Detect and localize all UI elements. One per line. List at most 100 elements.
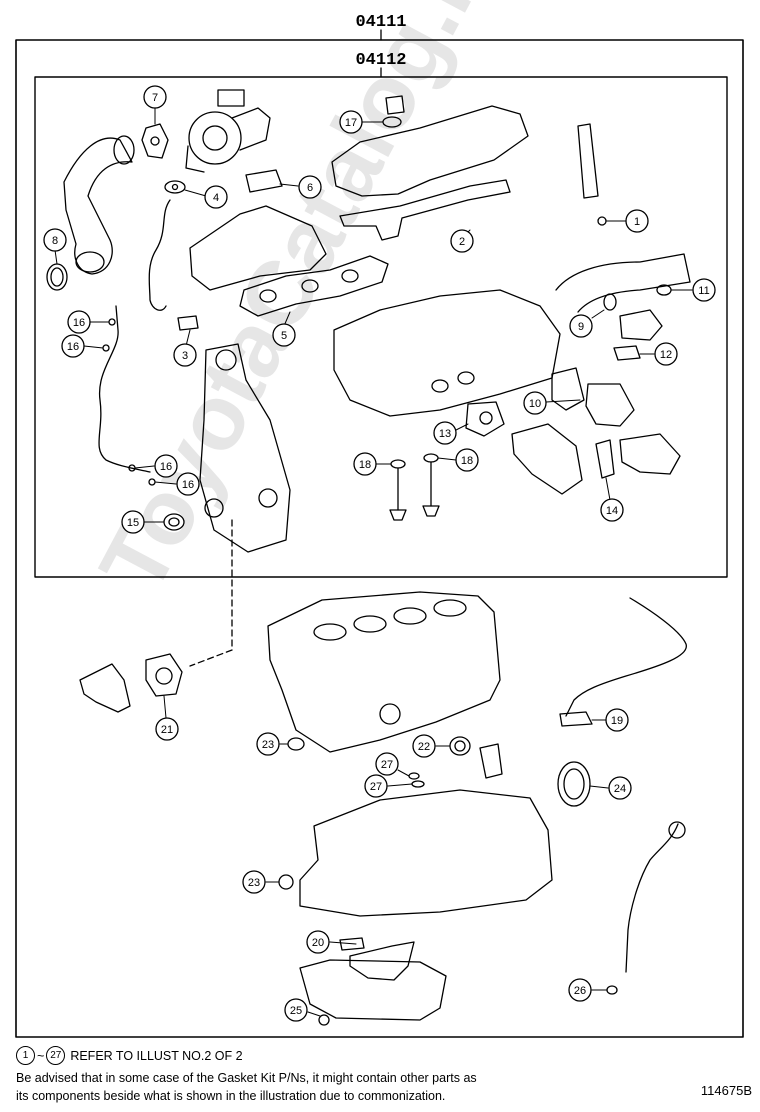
svg-text:12: 12 xyxy=(660,349,672,361)
callout-3[interactable]: 3 xyxy=(173,343,197,367)
callout-16-a[interactable]: 16 xyxy=(67,310,91,334)
oil-pan-upper-part xyxy=(299,789,553,917)
outer-kit-code: 04111 xyxy=(355,13,406,32)
callout-16-c[interactable]: 16 xyxy=(154,454,178,478)
oil-filter-union-part xyxy=(479,743,503,779)
refer-note-text: REFER TO ILLUST NO.2 OF 2 xyxy=(70,1048,243,1063)
cylinder-head-cover-part xyxy=(331,105,529,197)
strainer-gasket-20 xyxy=(339,937,365,951)
outer-kit-frame xyxy=(15,39,744,1038)
manifold-gasket-5-port xyxy=(259,289,277,303)
egr-gasket-12 xyxy=(613,345,641,361)
disclaimer-line-1: Be advised that in some case of the Gask… xyxy=(16,1071,477,1085)
callout-14[interactable]: 14 xyxy=(600,498,624,522)
svg-text:16: 16 xyxy=(67,341,79,353)
callout-23-b[interactable]: 23 xyxy=(242,870,266,894)
turbo-gasket-6 xyxy=(245,169,283,193)
guide-gasket-19 xyxy=(559,711,593,727)
callout-15[interactable]: 15 xyxy=(121,510,145,534)
thermostat-housing-part xyxy=(511,423,583,495)
callout-26[interactable]: 26 xyxy=(568,978,592,1002)
outlet-gasket-13-hole xyxy=(479,411,493,425)
water-pump-gasket-21 xyxy=(145,653,183,697)
disclaimer-line-2: its components beside what is shown in t… xyxy=(16,1089,446,1103)
oil-strainer-part xyxy=(349,941,415,981)
callout-18-b[interactable]: 18 xyxy=(455,448,479,472)
exhaust-pipe-part xyxy=(63,135,135,275)
callout-9[interactable]: 9 xyxy=(569,314,593,338)
svg-text:15: 15 xyxy=(127,517,139,529)
svg-text:4: 4 xyxy=(213,192,219,204)
turbo-oil-pipe xyxy=(148,199,171,311)
svg-text:3: 3 xyxy=(182,350,188,362)
callout-5[interactable]: 5 xyxy=(272,323,296,347)
oil-seal-22 xyxy=(449,736,471,756)
timing-chain-cover-part xyxy=(199,343,291,553)
callout-13[interactable]: 13 xyxy=(433,421,457,445)
svg-text:8: 8 xyxy=(52,235,58,247)
water-pump-part xyxy=(79,663,131,713)
svg-text:20: 20 xyxy=(312,937,324,949)
callout-4[interactable]: 4 xyxy=(204,185,228,209)
callout-18-a[interactable]: 18 xyxy=(353,452,377,476)
oil-pan-part xyxy=(299,959,447,1021)
manifold-gasket-5-port xyxy=(301,279,319,293)
drawing-number: 114675B xyxy=(700,1083,752,1098)
dashed-connector xyxy=(189,519,233,667)
svg-text:7: 7 xyxy=(152,92,158,104)
injector-seal-1 xyxy=(597,216,607,226)
union-gasket-16 xyxy=(108,318,116,326)
callout-7[interactable]: 7 xyxy=(143,85,167,109)
egr-pipe-part xyxy=(555,253,691,313)
svg-text:14: 14 xyxy=(606,505,618,517)
block-boss xyxy=(379,703,401,725)
callout-12[interactable]: 12 xyxy=(654,342,678,366)
flange-gasket-7 xyxy=(141,123,169,159)
svg-text:27: 27 xyxy=(370,781,382,793)
range-start-circle: 1 xyxy=(16,1046,35,1065)
manifold-gasket-5-port xyxy=(341,269,359,283)
inner-kit-frame xyxy=(34,76,728,578)
callout-6[interactable]: 6 xyxy=(298,175,322,199)
callout-24[interactable]: 24 xyxy=(608,776,632,800)
callout-16-d[interactable]: 16 xyxy=(176,472,200,496)
callout-19[interactable]: 19 xyxy=(605,708,629,732)
timing-cover-hole xyxy=(258,488,278,508)
svg-text:6: 6 xyxy=(307,182,313,194)
flange-gasket-7-hole xyxy=(150,136,160,146)
callout-25[interactable]: 25 xyxy=(284,998,308,1022)
egr-valve-part xyxy=(619,309,663,341)
svg-text:23: 23 xyxy=(262,739,274,751)
dipstick-handle xyxy=(668,821,686,839)
range-separator: ~ xyxy=(37,1048,45,1063)
callout-27-b[interactable]: 27 xyxy=(364,774,388,798)
water-pump-gasket-21-hole xyxy=(155,667,173,685)
callout-8[interactable]: 8 xyxy=(43,228,67,252)
cylinder-bore xyxy=(393,607,427,625)
callout-11[interactable]: 11 xyxy=(692,278,716,302)
cylinder-block-part xyxy=(267,591,501,753)
cylinder-bore xyxy=(433,599,467,617)
cylinder-bore xyxy=(313,623,347,641)
svg-text:21: 21 xyxy=(161,724,173,736)
head-port xyxy=(457,371,475,385)
callout-17[interactable]: 17 xyxy=(339,110,363,134)
callout-1[interactable]: 1 xyxy=(625,209,649,233)
svg-text:2: 2 xyxy=(459,236,465,248)
svg-text:18: 18 xyxy=(359,459,371,471)
refer-note: 1 ~ 27 REFER TO ILLUST NO.2 OF 2 xyxy=(16,1046,243,1065)
svg-text:23: 23 xyxy=(248,877,260,889)
oil-dipstick xyxy=(625,823,679,973)
callout-27-a[interactable]: 27 xyxy=(375,752,399,776)
callout-10[interactable]: 10 xyxy=(523,391,547,415)
callout-22[interactable]: 22 xyxy=(412,734,436,758)
filler-seal-17 xyxy=(382,116,402,128)
callout-23-a[interactable]: 23 xyxy=(256,732,280,756)
oil-seal-15 xyxy=(163,513,185,531)
thermostat-gasket-14 xyxy=(595,439,615,479)
callout-2[interactable]: 2 xyxy=(450,229,474,253)
callout-16-b[interactable]: 16 xyxy=(61,334,85,358)
callout-21[interactable]: 21 xyxy=(155,717,179,741)
egr-gasket-9 xyxy=(603,293,617,311)
callout-20[interactable]: 20 xyxy=(306,930,330,954)
